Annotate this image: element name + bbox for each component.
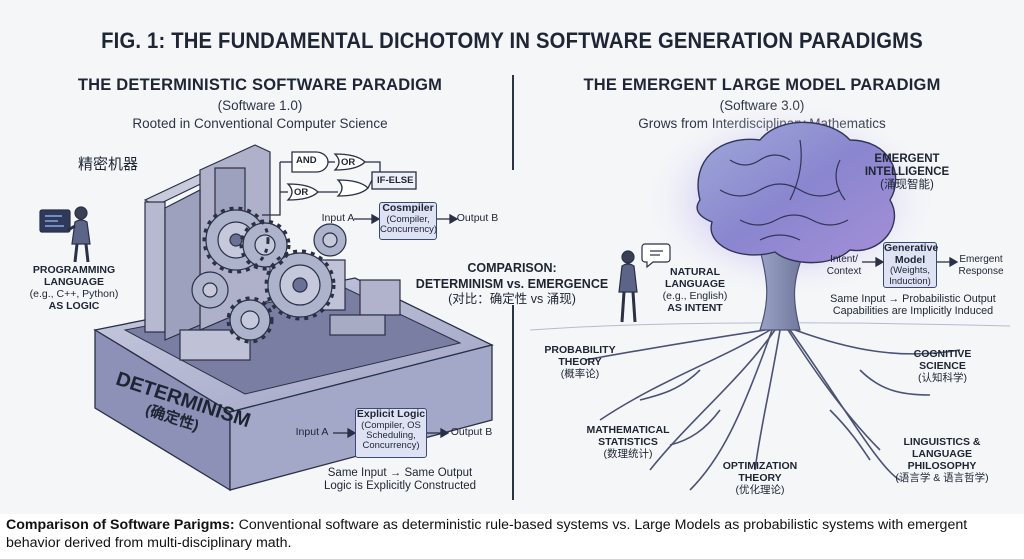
comparison-line1: COMPARISON: bbox=[467, 261, 557, 275]
gate-or-top: OR bbox=[341, 157, 356, 168]
emergent-line2: INTELLIGENCE bbox=[864, 166, 950, 179]
right-note-line1: Same Input → Probabilistic Output bbox=[830, 293, 996, 305]
right-heading: THE EMERGENT LARGE MODEL PARADIGM bbox=[583, 76, 941, 94]
root-probability: PROBABILITY THEORY (概率论) bbox=[535, 344, 625, 380]
machine-label: 精密机器 bbox=[77, 156, 138, 173]
generative-model-box: Generative Model (Weights, Induction) bbox=[883, 242, 939, 288]
optimization-line3: (优化理论) bbox=[735, 484, 785, 497]
right-note: Same Input → Probabilistic Output Capabi… bbox=[818, 293, 1008, 318]
natural-lang-line4: AS INTENT bbox=[667, 302, 723, 315]
root-optimization: OPTIMIZATION THEORY (优化理论) bbox=[710, 460, 810, 496]
gears bbox=[191, 209, 347, 341]
left-note-line2: Logic is Explicitly Constructed bbox=[323, 480, 477, 493]
emergent-line1: EMERGENT bbox=[874, 153, 940, 165]
root-statistics: MATHEMATICAL STATISTICS (数理统计) bbox=[578, 424, 678, 460]
prog-lang-line2: LANGUAGE bbox=[43, 276, 105, 289]
generative-title: Generative Model bbox=[884, 242, 939, 266]
probability-line2: THEORY bbox=[558, 356, 602, 369]
programmer-figure bbox=[39, 206, 91, 263]
left-subtitle: Rooted in Conventional Computer Science bbox=[132, 116, 388, 131]
statistics-line2: STATISTICS bbox=[598, 436, 658, 449]
prog-lang-label: PROGRAMMING LANGUAGE (e.g., C++, Python)… bbox=[24, 264, 124, 312]
caption-text: Conventional software as deterministic r… bbox=[6, 517, 968, 552]
cognitive-line3: (认知科学) bbox=[918, 372, 967, 385]
root-cognitive: COGNITIVE SCIENCE (认知科学) bbox=[895, 348, 990, 384]
explicit-arrows bbox=[333, 427, 450, 439]
cognitive-line1: COGNITIVE bbox=[913, 348, 972, 360]
comparison-line2: DETERMINISM vs. EMERGENCE bbox=[415, 276, 609, 291]
comparison-label: COMPARISON: DETERMINISM vs. EMERGENCE (对… bbox=[412, 261, 612, 308]
linguistics-line3: PHILOSOPHY bbox=[907, 460, 977, 473]
generative-output: Emergent Response bbox=[958, 254, 1004, 277]
brain bbox=[696, 121, 897, 264]
probability-line1: PROBABILITY bbox=[544, 344, 616, 356]
compiler-top-box: Cosmpiler (Compiler, Concurrency) bbox=[379, 202, 437, 240]
compiler-top-title: Cosmpiler bbox=[382, 202, 434, 214]
optimization-line2: THEORY bbox=[738, 472, 782, 485]
natural-lang-line2: LANGUAGE bbox=[664, 278, 726, 291]
logic-circuit bbox=[262, 151, 417, 216]
ground-line bbox=[529, 322, 1011, 331]
generative-arrows bbox=[862, 256, 959, 268]
linguistics-line2: LANGUAGE bbox=[911, 448, 973, 461]
compiler-top-detail: (Compiler, Concurrency) bbox=[380, 213, 438, 235]
cognitive-line2: SCIENCE bbox=[919, 360, 966, 373]
optimization-line1: OPTIMIZATION bbox=[722, 460, 798, 472]
linguistics-line4: (语言学 & 语言哲学) bbox=[895, 472, 989, 485]
column-divider-top bbox=[512, 75, 514, 170]
figure-title: FIG. 1: THE FUNDAMENTAL DICHOTOMY IN SOF… bbox=[101, 28, 923, 53]
compiler-top-output: Output B bbox=[456, 212, 499, 224]
gate-and: AND bbox=[296, 155, 317, 166]
statistics-line1: MATHEMATICAL bbox=[586, 424, 670, 436]
gear-teeth bbox=[202, 206, 336, 344]
speaker-figure bbox=[618, 243, 671, 323]
explicit-output: Output B bbox=[450, 426, 493, 438]
compiler-top-input: Input A bbox=[321, 212, 355, 224]
gate-or-bottom: OR bbox=[294, 187, 309, 198]
prog-lang-line3: (e.g., C++, Python) bbox=[29, 288, 119, 301]
linguistics-line1: LINGUISTICS & bbox=[903, 436, 981, 448]
generative-input: Intent/ Context bbox=[826, 254, 862, 277]
compiler-top-arrows bbox=[354, 213, 459, 225]
column-divider-bottom bbox=[512, 305, 514, 500]
left-note-line1: Same Input → Same Output bbox=[327, 467, 473, 479]
roots bbox=[584, 329, 961, 491]
illustration bbox=[39, 100, 1011, 492]
left-heading: THE DETERMINISTIC SOFTWARE PARADIGM bbox=[77, 76, 443, 94]
left-heading-block: THE DETERMINISTIC SOFTWARE PARADIGM (Sof… bbox=[60, 76, 460, 131]
explicit-input: Input A bbox=[295, 426, 329, 438]
natural-lang-label: NATURAL LANGUAGE (e.g., English) AS INTE… bbox=[650, 266, 740, 314]
tree-trunk bbox=[759, 249, 806, 331]
emergent-line3: (涌现智能) bbox=[880, 179, 934, 192]
emergent-label: EMERGENT INTELLIGENCE (涌现智能) bbox=[862, 153, 952, 193]
comparison-line3: (对比：确定性 vs 涌现) bbox=[448, 292, 576, 307]
gate-if-else: IF-ELSE bbox=[377, 175, 414, 186]
explicit-title: Explicit Logic bbox=[356, 408, 426, 420]
probability-line3: (概率论) bbox=[560, 368, 600, 381]
left-note: Same Input → Same Output Logic is Explic… bbox=[300, 467, 500, 493]
figure: FIG. 1: THE FUNDAMENTAL DICHOTOMY IN SOF… bbox=[24, 28, 1012, 500]
natural-lang-line3: (e.g., English) bbox=[662, 290, 728, 303]
explicit-logic-box: Explicit Logic (Compiler, OS Scheduling,… bbox=[355, 408, 427, 458]
statistics-line3: (数理统计) bbox=[603, 448, 653, 461]
root-linguistics: LINGUISTICS & LANGUAGE PHILOSOPHY (语言学 &… bbox=[872, 436, 1012, 484]
figure-caption: Comparison of Software Parigms: Conventi… bbox=[6, 516, 1018, 553]
prog-lang-line1: PROGRAMMING bbox=[32, 264, 116, 276]
explicit-detail: (Compiler, OS Scheduling, Concurrency) bbox=[361, 419, 421, 452]
prog-lang-line4: AS LOGIC bbox=[48, 300, 100, 313]
left-version: (Software 1.0) bbox=[217, 98, 303, 113]
natural-lang-line1: NATURAL bbox=[670, 266, 720, 278]
right-note-line2: Capabilities are Implicitly Induced bbox=[832, 305, 994, 318]
brain-folds bbox=[719, 139, 849, 241]
generative-detail: (Weights, Induction) bbox=[889, 265, 931, 287]
caption-bold: Comparison of Software Parigms: bbox=[6, 517, 235, 533]
